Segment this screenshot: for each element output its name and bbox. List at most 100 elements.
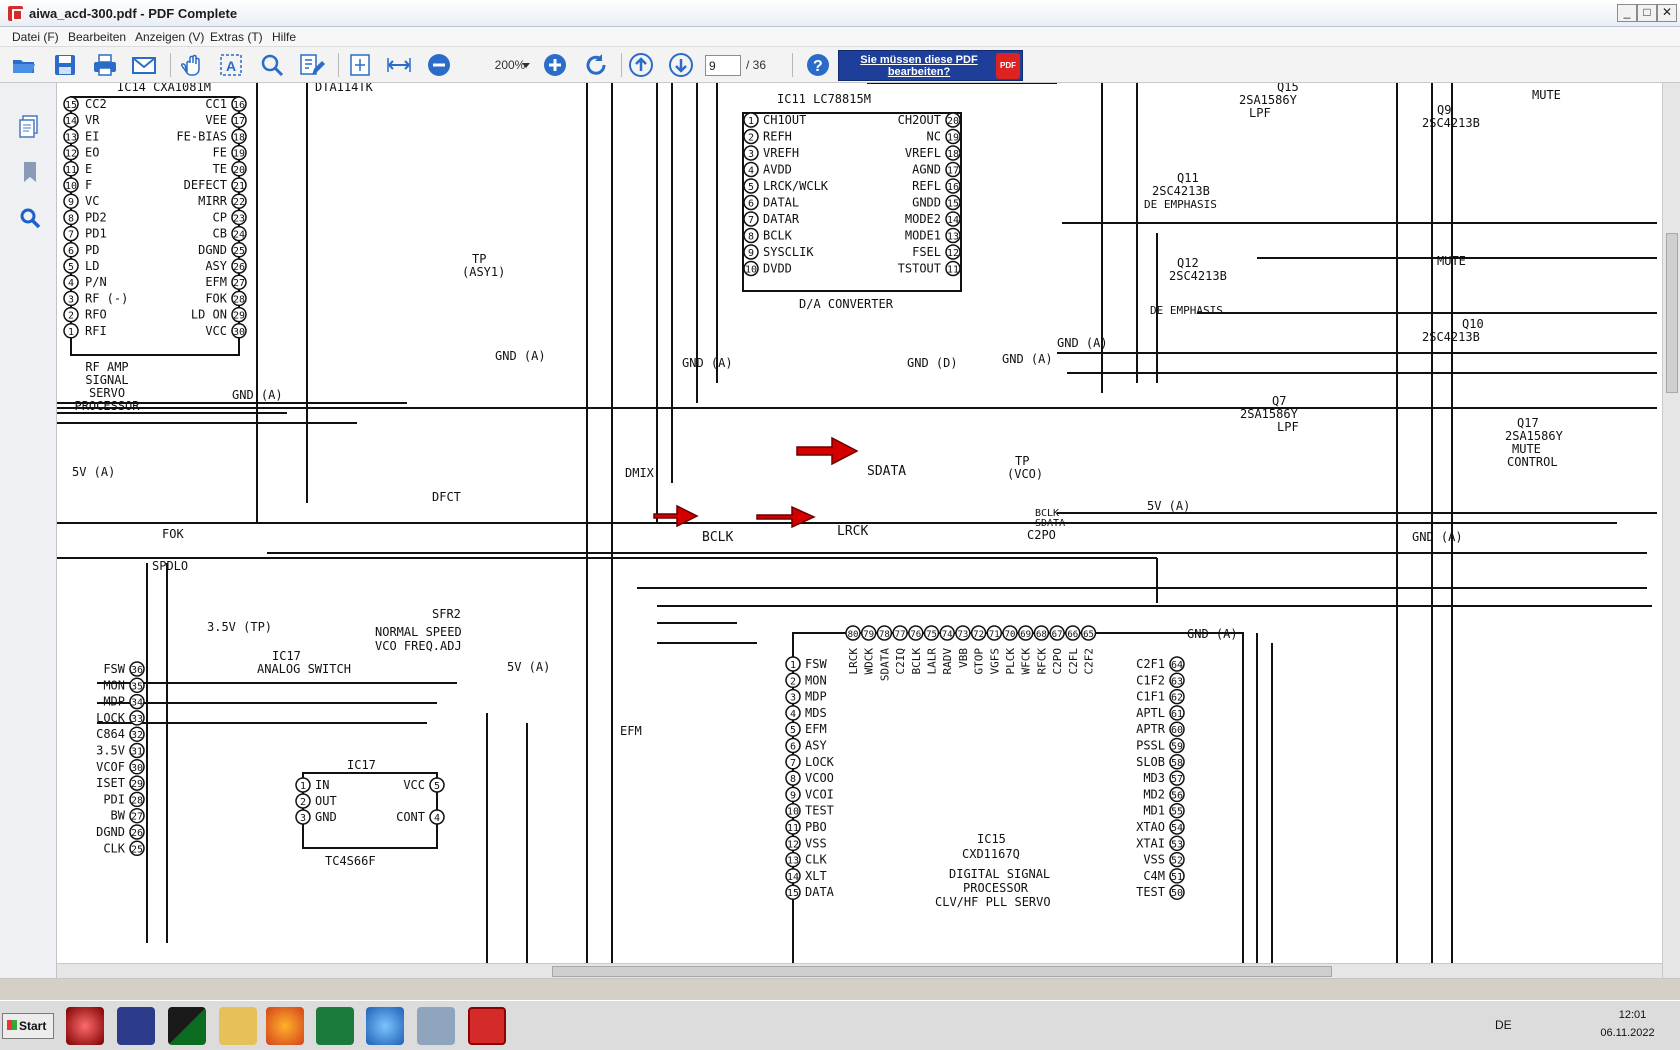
5v-label-1: 5V (A) [72,465,115,479]
print-icon[interactable] [91,51,119,79]
pdf-complete-icon[interactable] [468,1007,506,1045]
thunderbird-icon[interactable] [366,1007,404,1045]
document-view[interactable]: IC14 CXA1081M RF AMP SIGNAL SERVO PROCES… [57,83,1662,963]
ic15-pin [785,737,801,754]
ic15-pin [955,625,971,641]
ic15-pin-number: 68 [1036,630,1047,640]
menu-edit[interactable]: Bearbeiten [68,30,127,44]
ic11-pin-number: 11 [947,265,959,276]
minimize-button[interactable]: _ [1617,4,1637,22]
bookmark-icon[interactable] [17,159,43,185]
ic15-pin [785,835,801,852]
promo-link[interactable]: Sie müssen diese PDF bearbeiten? [860,54,978,78]
window-title: aiwa_acd-300.pdf - PDF Complete [29,6,238,21]
edit-icon[interactable] [297,51,325,79]
maximize-button[interactable]: □ [1637,4,1657,22]
explorer-icon[interactable] [219,1007,257,1045]
tray-time[interactable]: 12:01 [1618,1009,1647,1021]
q11-label: Q11 [1177,171,1199,185]
ic14-pin-number: 1 [68,327,74,338]
rotate-icon[interactable] [582,51,610,79]
page-number-input[interactable] [705,55,741,76]
ic11-pin-number: 5 [748,182,754,193]
ic11-box [742,112,962,292]
ic15-top-pin-label: C2PO [1051,648,1064,675]
rew-app-icon[interactable] [117,1007,155,1045]
gnd-a-7: GND (A) [1057,336,1108,350]
menu-view[interactable]: Anzeigen (V) [135,30,205,44]
q15-label: Q15 [1277,83,1299,94]
ic11-pin [945,194,961,211]
ic14-pin-number: 15 [65,100,77,111]
vertical-scroll-thumb[interactable] [1666,233,1678,393]
zoom-select[interactable]: 200% [494,58,526,72]
connector-pin [129,742,145,759]
lcr-app-icon[interactable] [168,1007,206,1045]
ic11-pin-number: 18 [947,149,959,160]
page-up-icon[interactable] [627,51,655,79]
save-icon[interactable] [51,51,79,79]
start-button[interactable]: Start [2,1013,54,1039]
menu-file[interactable]: Datei (F) [12,30,59,44]
fit-page-icon[interactable] [346,51,374,79]
pages-icon[interactable] [17,113,43,139]
ic14-pin-number: 6 [68,246,74,257]
ic15-pin [785,672,801,689]
firefox-icon[interactable] [266,1007,304,1045]
tray-language[interactable]: DE [1495,1018,1512,1032]
horizontal-scrollbar[interactable] [57,963,1662,978]
menu-extras[interactable]: Extras (T) [210,30,263,44]
ic14-pin-label: ASY [205,259,227,273]
ic14-pin [63,193,79,209]
ic14-pin [63,112,79,128]
ic14-pin-number: 23 [233,213,245,224]
promo-banner[interactable]: Sie müssen diese PDF bearbeiten? PDF [838,50,1023,81]
chevron-down-icon[interactable] [522,63,530,68]
network-app-icon[interactable] [417,1007,455,1045]
ic14-pin-label: DGND [198,243,227,257]
media-app-icon[interactable] [66,1007,104,1045]
ic15-pin [785,884,801,900]
close-button[interactable]: ✕ [1657,4,1677,22]
ic11-pin-label: REFL [912,179,941,193]
ic15-pin-label: VSS [1143,853,1165,867]
ic14-pin-number: 29 [233,311,245,322]
connector-pin-number: 31 [131,747,143,758]
zoom-in-icon[interactable] [541,51,569,79]
ic17-analog-desc: ANALOG SWITCH [257,662,351,676]
text-select-icon[interactable]: A [217,51,245,79]
help-icon[interactable]: ? [804,51,832,79]
menu-help[interactable]: Hilfe [272,30,297,44]
ic15-pin-label: MDP [805,690,827,704]
hand-tool-icon[interactable] [178,51,206,79]
search-icon[interactable] [17,205,43,231]
connector-pin-label: MON [103,678,125,692]
open-folder-icon[interactable] [10,51,38,79]
zoom-tool-icon[interactable] [258,51,286,79]
ic15-pin-number: 64 [1171,660,1183,671]
excel-icon[interactable] [316,1007,354,1045]
ic14-pin-number: 14 [65,116,77,127]
ic15-pin-number: 1 [790,660,796,671]
normal-speed-label: NORMAL SPEED [375,625,462,639]
ic11-pin-label: CH2OUT [898,113,941,127]
ic15-pin [785,851,801,868]
ic17-inner-pin-label: GND [315,810,337,824]
ic15-pin [785,819,801,835]
ic15-pin-label: C1F2 [1136,673,1165,687]
email-icon[interactable] [130,51,158,79]
lpf-label-2: LPF [1277,420,1299,434]
ic14-pin-label: RF (-) [85,291,128,305]
page-down-icon[interactable] [667,51,695,79]
zoom-out-icon[interactable] [425,51,453,79]
tray-date[interactable]: 06.11.2022 [1600,1027,1655,1039]
sdata-label: SDATA [867,464,906,479]
ic11-pin [743,194,759,211]
horizontal-scroll-thumb[interactable] [552,966,1332,977]
ic14-pin-number: 2 [68,311,74,322]
ic11-pin-label: TSTOUT [898,262,941,276]
fit-width-icon[interactable] [385,51,413,79]
ic15-pin-number: 6 [790,742,796,753]
connector-pin-number: 36 [131,665,143,676]
vertical-scrollbar[interactable] [1662,83,1680,978]
